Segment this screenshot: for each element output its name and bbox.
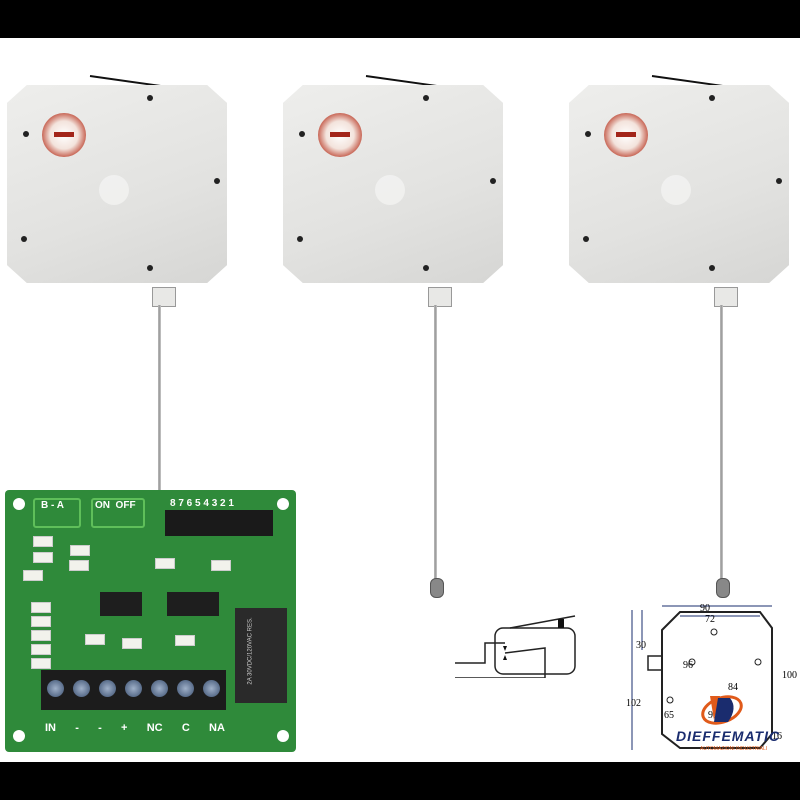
ic-chip	[167, 592, 219, 616]
dimension-100: 100	[782, 670, 797, 681]
dimension-102: 102	[626, 698, 641, 709]
brand-name: DIEFFEMATIC	[676, 728, 781, 744]
relay: 2A 30VDC/120VAC RES.	[235, 608, 287, 703]
cover-center	[99, 175, 129, 205]
relay-rating: 2A 30VDC/120VAC RES.	[247, 617, 254, 685]
antenna-cable	[720, 305, 723, 581]
cable-connector	[716, 578, 730, 598]
receiver-enclosure-3	[569, 85, 789, 283]
dimension-96: 96	[683, 660, 693, 671]
relay-pcb-board: B - A ON OFF 8 7 6 5 4 3 2 1 2A 30VDC/12…	[5, 490, 296, 752]
brand-logo-badge	[42, 113, 86, 157]
cable-gland	[428, 287, 452, 307]
dimension-16: 16	[772, 731, 782, 742]
jumper-onoff-label: ON OFF	[95, 500, 136, 511]
terminal-labels: IN - - + NC C NA	[45, 722, 225, 734]
brand-logo-badge	[604, 113, 648, 157]
dimension-30: 30	[636, 640, 646, 651]
receiver-enclosure-2	[283, 85, 503, 283]
pin-header	[165, 510, 273, 536]
cable-connector	[430, 578, 444, 598]
antenna-cable	[158, 305, 161, 491]
brand-logo-badge	[318, 113, 362, 157]
cable-gland	[714, 287, 738, 307]
brand-tagline: AUTOMAZIONI INDUSTRIALI	[700, 746, 768, 752]
antenna-cable	[434, 305, 437, 581]
product-canvas: B - A ON OFF 8 7 6 5 4 3 2 1 2A 30VDC/12…	[0, 38, 800, 762]
receiver-enclosure-1	[7, 85, 227, 283]
dimension-84: 84	[728, 682, 738, 693]
ic-chip	[100, 592, 142, 616]
dimension-72: 72	[705, 614, 715, 625]
dimension-98: 98	[708, 710, 718, 721]
dimension-90: 90	[700, 603, 710, 614]
cable-gland	[152, 287, 176, 307]
dimension-drawing	[631, 605, 773, 750]
dimension-65: 65	[664, 710, 674, 721]
dip-header-label: 8 7 6 5 4 3 2 1	[170, 498, 234, 509]
relay-schematic	[455, 615, 576, 678]
dieffematic-logo-icon	[701, 695, 743, 725]
jumper-ba-label: B - A	[41, 500, 64, 511]
